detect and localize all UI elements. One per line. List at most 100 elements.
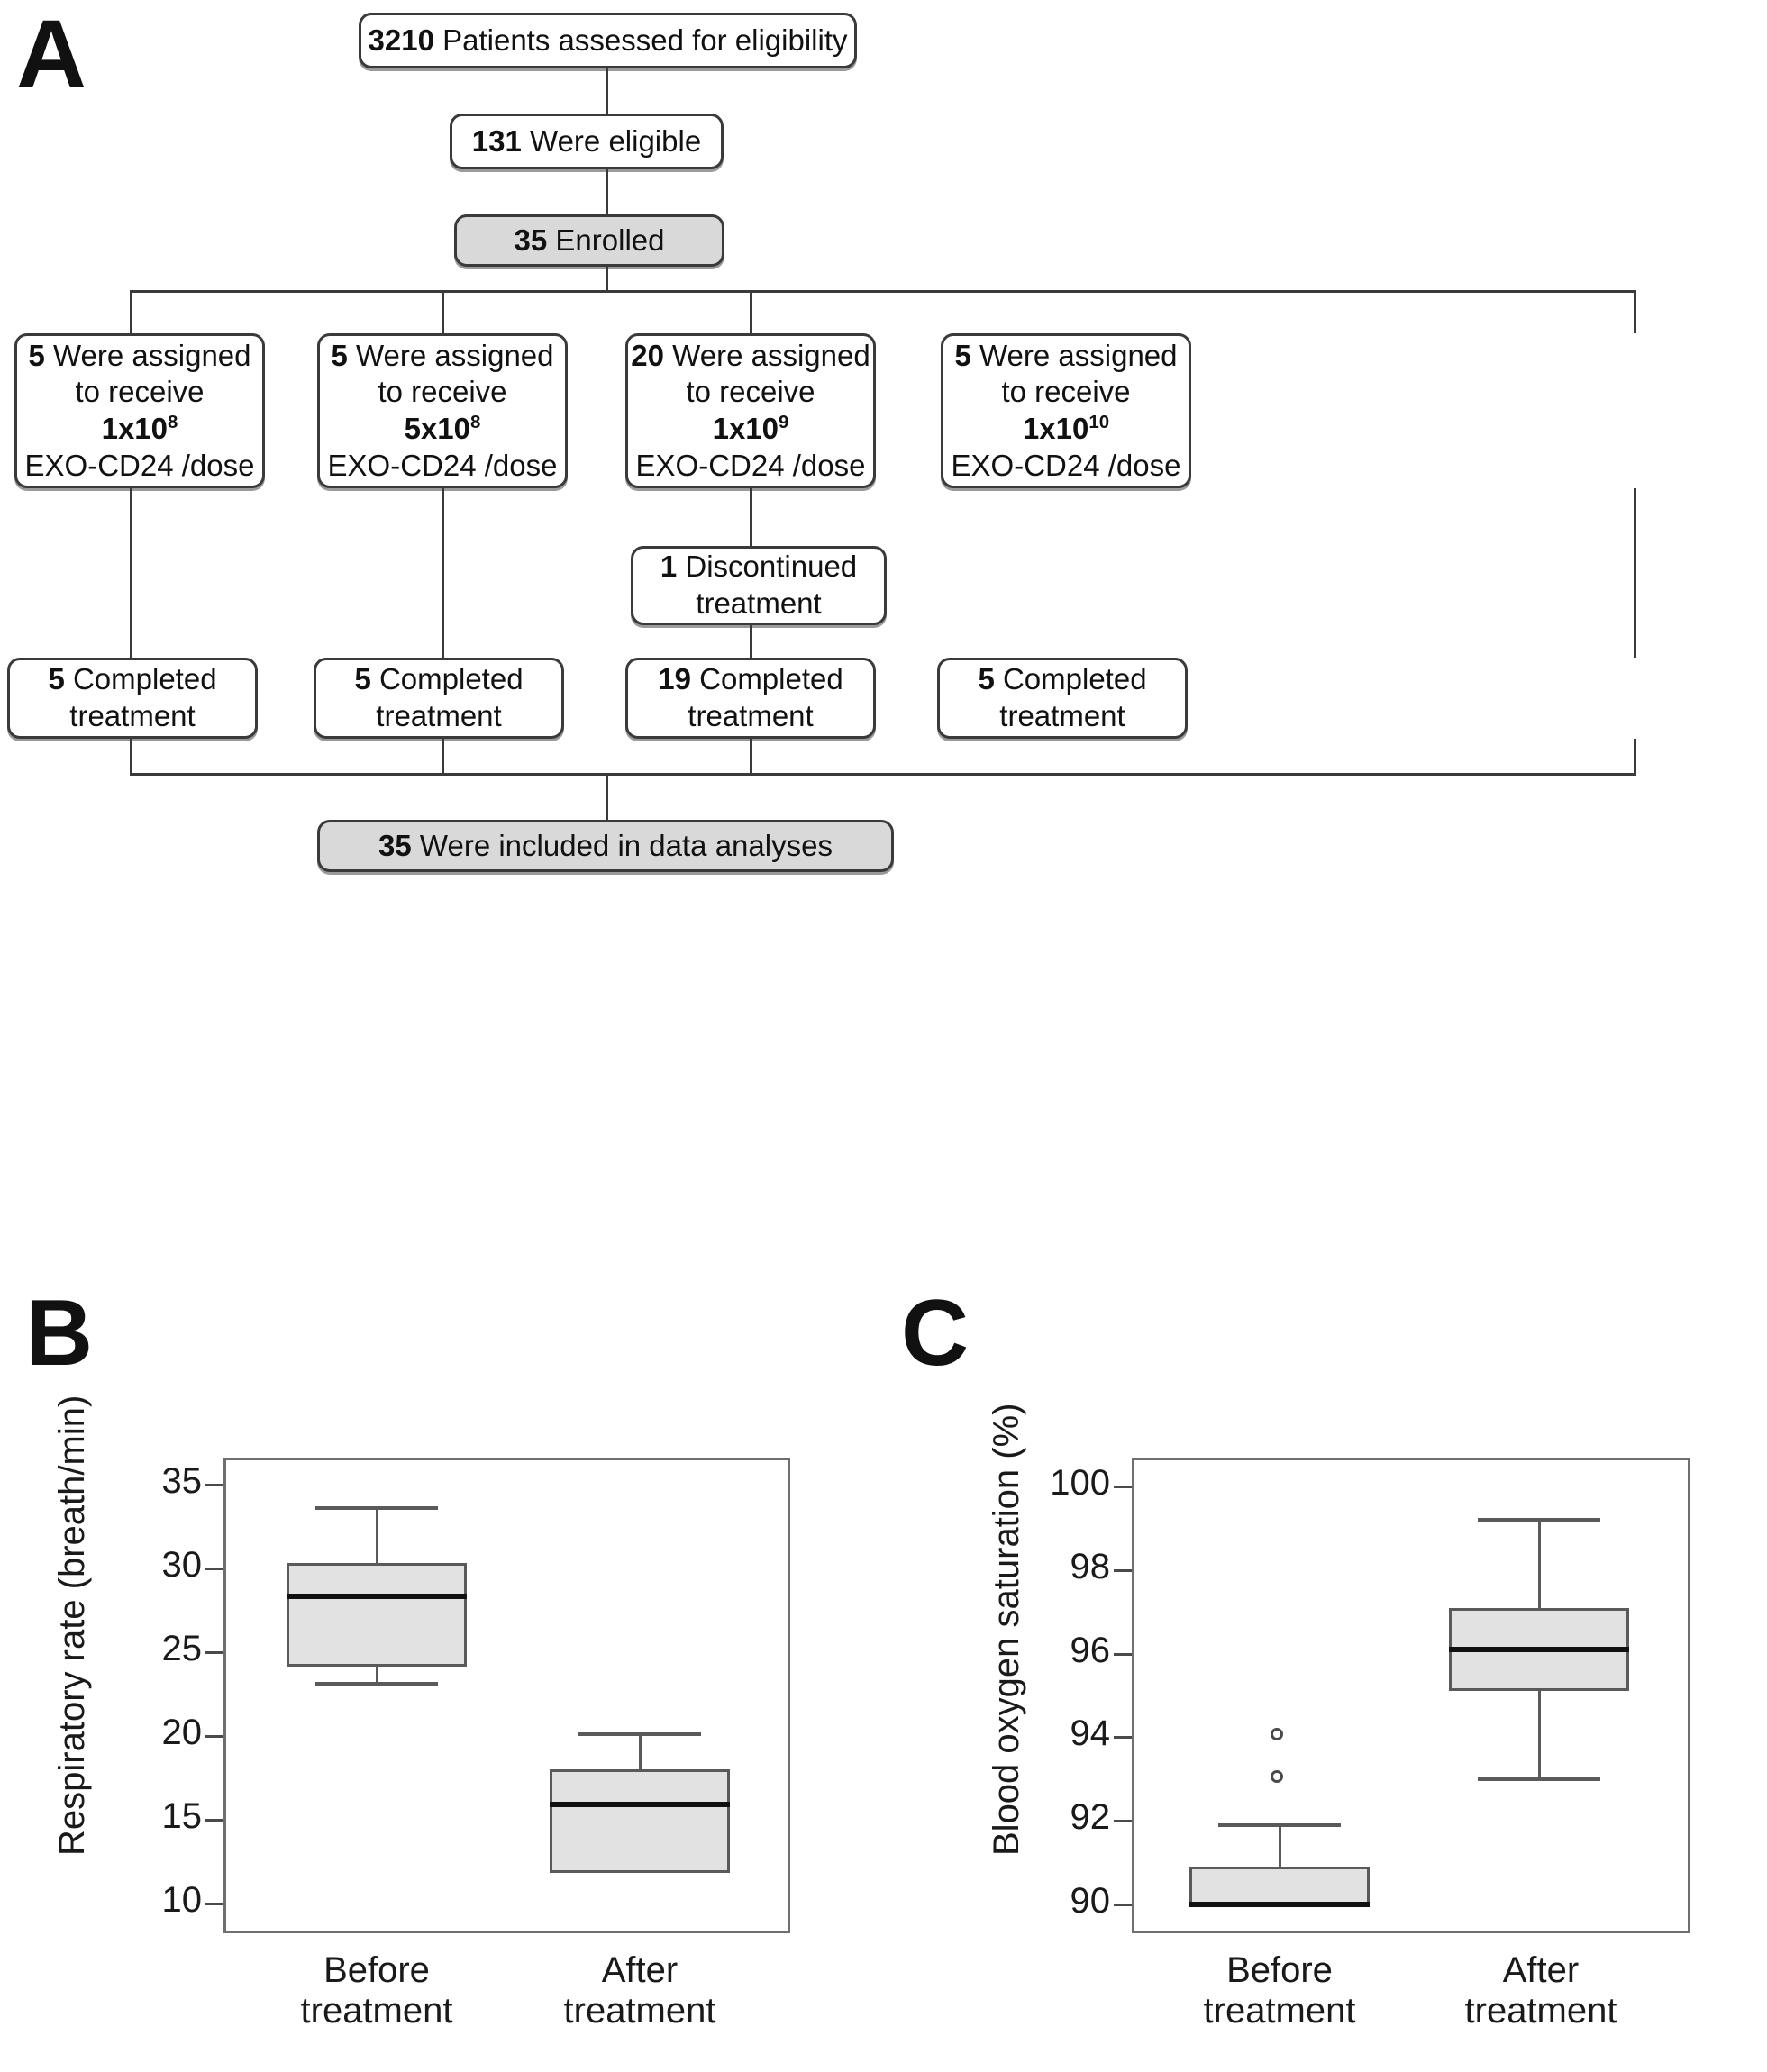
completed-2-line1: 5 Completed — [354, 662, 524, 696]
panel-b-median-0 — [287, 1594, 467, 1600]
drop-arm-2 — [442, 290, 444, 333]
panel-c-xtick-before: Before treatment — [1162, 1950, 1397, 2031]
connector-assessed-eligible — [606, 68, 608, 114]
panel-b-xtick-before-l2: treatment — [300, 1990, 453, 2031]
panel-b-ytick-mark-20 — [205, 1734, 223, 1738]
panel-c-ytick-100: 100 — [1050, 1463, 1110, 1504]
distribution-bar-top — [130, 290, 1636, 293]
panel-b-whisker-lower-0 — [376, 1667, 378, 1684]
panel-c-whisker-cap-upper-0 — [1218, 1822, 1341, 1827]
flow-node-arm-4: 5 Were assigned to receive 1x1010 EXO-CD… — [941, 333, 1191, 488]
panel-b-xtick-after-l1: After — [601, 1950, 679, 1990]
convergence-bar-bottom — [130, 773, 1636, 776]
panel-b-ytick-20: 20 — [161, 1712, 203, 1752]
completed-4-line2: treatment — [999, 699, 1125, 732]
arm-3-line2: to receive — [686, 375, 815, 409]
panel-c-xtick-before-l2: treatment — [1203, 1990, 1356, 2031]
panel-c-ytick-94: 94 — [1070, 1713, 1111, 1754]
panel-c-whisker-upper-1 — [1538, 1520, 1541, 1608]
panel-c-ytick-92: 92 — [1070, 1796, 1111, 1837]
panel-c-xtick-after-l2: treatment — [1464, 1990, 1617, 2031]
panel-c-ytick-mark-96 — [1114, 1652, 1132, 1656]
completed-4-drop — [1634, 739, 1636, 775]
panel-c-ytick-mark-98 — [1114, 1569, 1132, 1573]
panel-c-xtick-before-l1: Before — [1226, 1950, 1333, 1990]
drop-arm-1 — [130, 290, 132, 333]
panel-b-ytick-mark-25 — [205, 1650, 223, 1654]
panel-b-median-1 — [550, 1801, 730, 1807]
panel-c-whisker-cap-upper-1 — [1478, 1518, 1600, 1522]
arm-4-to-completed — [1634, 488, 1636, 658]
drop-arm-4 — [1634, 290, 1636, 333]
completed-3-line2: treatment — [688, 699, 814, 732]
panel-c-ytick-mark-100 — [1114, 1486, 1132, 1489]
arm-4-line2: to receive — [1001, 375, 1131, 409]
panel-c-median-0 — [1189, 1901, 1370, 1907]
flow-node-discontinued: 1 Discontinued treatment — [631, 546, 887, 625]
panel-a-letter: A — [16, 0, 87, 108]
enrolled-text: 35 Enrolled — [514, 223, 665, 257]
chart-panel-c: Blood oxygen saturation (%) 100 98 96 94… — [865, 1279, 1767, 2072]
completed-3-line1: 19 Completed — [658, 662, 843, 696]
panel-c-outlier-0-0 — [1271, 1728, 1283, 1741]
bar-to-analysis — [606, 773, 608, 820]
panel-b-whisker-upper-1 — [639, 1733, 642, 1769]
discontinued-line1: 1 Discontinued — [660, 550, 858, 584]
discontinued-line2: treatment — [696, 586, 822, 620]
arm-1-line1: 5 Were assigned — [28, 338, 251, 372]
flow-node-eligible: 131 Were eligible — [450, 114, 724, 169]
arm-1-dose: 1x108 — [101, 412, 178, 445]
discontinued-to-completed — [750, 625, 752, 658]
analysed-text: 35 Were included in data analyses — [378, 828, 833, 862]
completed-4-line1: 5 Completed — [978, 662, 1147, 696]
panel-b-ytick-mark-15 — [205, 1818, 223, 1822]
drop-arm-3 — [750, 290, 752, 333]
arm-1-to-completed — [130, 488, 132, 658]
panel-c-ytick-mark-90 — [1114, 1903, 1132, 1906]
panel-c-outlier-0-1 — [1271, 1769, 1283, 1783]
panel-b-ytick-mark-30 — [205, 1567, 223, 1570]
arm-2-line4: EXO-CD24 /dose — [327, 448, 558, 482]
arm-2-line1: 5 Were assigned — [331, 338, 554, 372]
connector-enrolled-bar — [606, 267, 608, 292]
completed-1-drop — [130, 739, 132, 775]
arm-4-line1: 5 Were assigned — [954, 338, 1178, 372]
panel-b-letter: B — [25, 1281, 93, 1386]
panel-c-ytick-90: 90 — [1070, 1880, 1111, 1921]
panel-c-median-1 — [1449, 1647, 1629, 1653]
panel-b-whisker-upper-0 — [376, 1507, 378, 1564]
completed-3-drop — [750, 739, 752, 775]
panel-b-whisker-cap-upper-0 — [315, 1505, 438, 1510]
panel-b-xtick-before: Before treatment — [260, 1950, 494, 2031]
panel-b-whisker-cap-lower-0 — [315, 1681, 438, 1686]
panel-b-ytick-10: 10 — [161, 1879, 203, 1920]
flow-node-assessed: 3210 Patients assessed for eligibility — [359, 13, 857, 68]
panel-c-ytick-mark-94 — [1114, 1736, 1132, 1740]
panel-b-box-0 — [287, 1563, 467, 1668]
panel-c-letter: C — [901, 1281, 969, 1386]
panel-c-plot-area — [1132, 1458, 1690, 1933]
panel-c-whisker-lower-1 — [1538, 1691, 1541, 1779]
panel-c-ytick-96: 96 — [1070, 1630, 1111, 1670]
arm-2-to-completed — [442, 488, 444, 658]
flow-node-completed-4: 5 Completed treatment — [937, 658, 1188, 739]
completed-1-line1: 5 Completed — [48, 662, 217, 696]
panel-b-ytick-30: 30 — [161, 1544, 203, 1585]
flow-node-arm-3: 20 Were assigned to receive 1x109 EXO-CD… — [625, 333, 876, 488]
panel-c-whisker-upper-0 — [1279, 1824, 1281, 1867]
panel-b-xtick-after-l2: treatment — [563, 1990, 716, 2031]
flow-node-analysed: 35 Were included in data analyses — [317, 820, 894, 872]
arm-1-line4: EXO-CD24 /dose — [24, 448, 255, 482]
panel-b-ytick-mark-35 — [205, 1483, 223, 1486]
arm-2-line2: to receive — [378, 375, 507, 409]
arm-4-dose: 1x1010 — [1022, 412, 1110, 445]
panel-c-xtick-after-l1: After — [1502, 1950, 1580, 1990]
arm-3-to-discontinued — [750, 488, 752, 546]
arm-2-dose: 5x108 — [404, 412, 481, 445]
flow-node-completed-1: 5 Completed treatment — [7, 658, 258, 739]
panel-b-xtick-before-l1: Before — [323, 1950, 430, 1990]
arm-1-line2: to receive — [75, 375, 205, 409]
flow-node-completed-2: 5 Completed treatment — [314, 658, 564, 739]
panel-c-ytick-mark-92 — [1114, 1819, 1132, 1822]
